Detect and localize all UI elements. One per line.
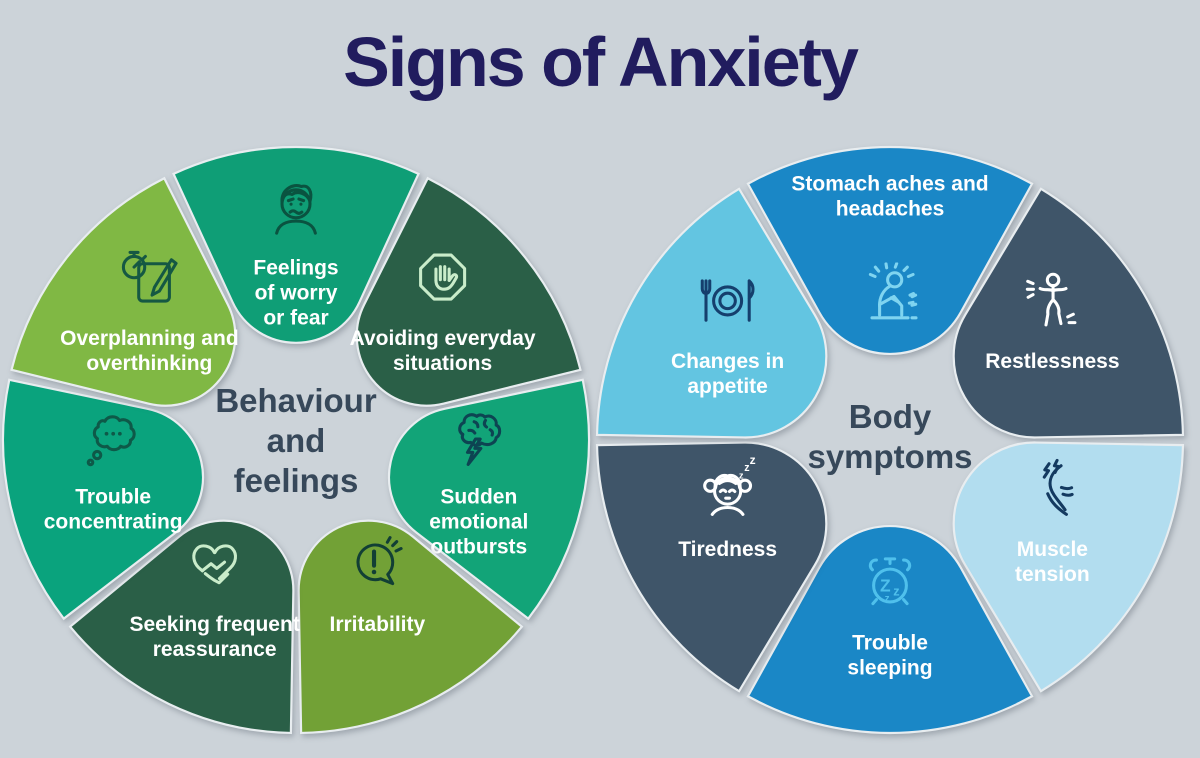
segment-label: tension: [1015, 563, 1090, 586]
segment-label: headaches: [836, 197, 945, 220]
segment-stomach-aches-and-headaches: [746, 145, 1034, 355]
segment-label: Tiredness: [678, 538, 777, 561]
segment-label: or fear: [263, 306, 328, 329]
segment-sudden-emotional-outbursts: [387, 378, 591, 621]
segment-label: Trouble: [75, 486, 151, 509]
wheel-center-label: Body: [849, 398, 932, 435]
segment-label: sleeping: [847, 657, 932, 680]
segment-label: Irritability: [330, 613, 426, 636]
segment-trouble-sleeping: [746, 525, 1034, 735]
segment-tiredness: [595, 441, 828, 693]
wheel-center-label: symptoms: [807, 438, 972, 475]
segment-trouble-concentrating: [1, 378, 205, 621]
wheel-body-symptoms: Stomach aches andheadachesRestlessnessMu…: [595, 145, 1185, 735]
segment-label: Trouble: [852, 632, 928, 655]
segment-overplanning-and-overthinking: [10, 176, 237, 407]
segment-label: situations: [393, 352, 492, 375]
segment-restlessness: [952, 187, 1185, 439]
segment-label: reassurance: [153, 638, 277, 661]
segment-avoiding-everyday-situations: [355, 176, 582, 407]
segment-label: Avoiding everyday: [350, 327, 536, 350]
segment-label: concentrating: [44, 511, 183, 534]
wheel-center-label: and: [267, 422, 326, 459]
page-title: Signs of Anxiety: [343, 23, 859, 101]
segment-label: emotional: [429, 511, 528, 534]
segment-label: overthinking: [86, 352, 212, 375]
segment-feelings-of-worry-or-fear: [172, 145, 420, 344]
segment-label: Overplanning and: [60, 327, 239, 350]
segment-label: Feelings: [253, 256, 338, 279]
segment-label: Stomach aches and: [791, 172, 988, 195]
segment-label: Changes in: [671, 350, 784, 373]
segment-changes-in-appetite: [595, 187, 828, 439]
segment-label: Muscle: [1017, 538, 1088, 561]
segment-label: Restlessness: [985, 350, 1119, 373]
segment-label: Seeking frequent: [129, 613, 299, 636]
wheel-center-label: Behaviour: [215, 382, 377, 419]
segment-muscle-tension: [952, 441, 1185, 693]
segment-label: outbursts: [430, 536, 527, 559]
wheel-center-label: feelings: [234, 462, 359, 499]
segment-label: Sudden: [440, 486, 517, 509]
segment-label: of worry: [255, 281, 338, 304]
segment-irritability: [297, 519, 524, 735]
segment-seeking-frequent-reassurance: [68, 519, 295, 735]
segment-label: appetite: [687, 375, 768, 398]
